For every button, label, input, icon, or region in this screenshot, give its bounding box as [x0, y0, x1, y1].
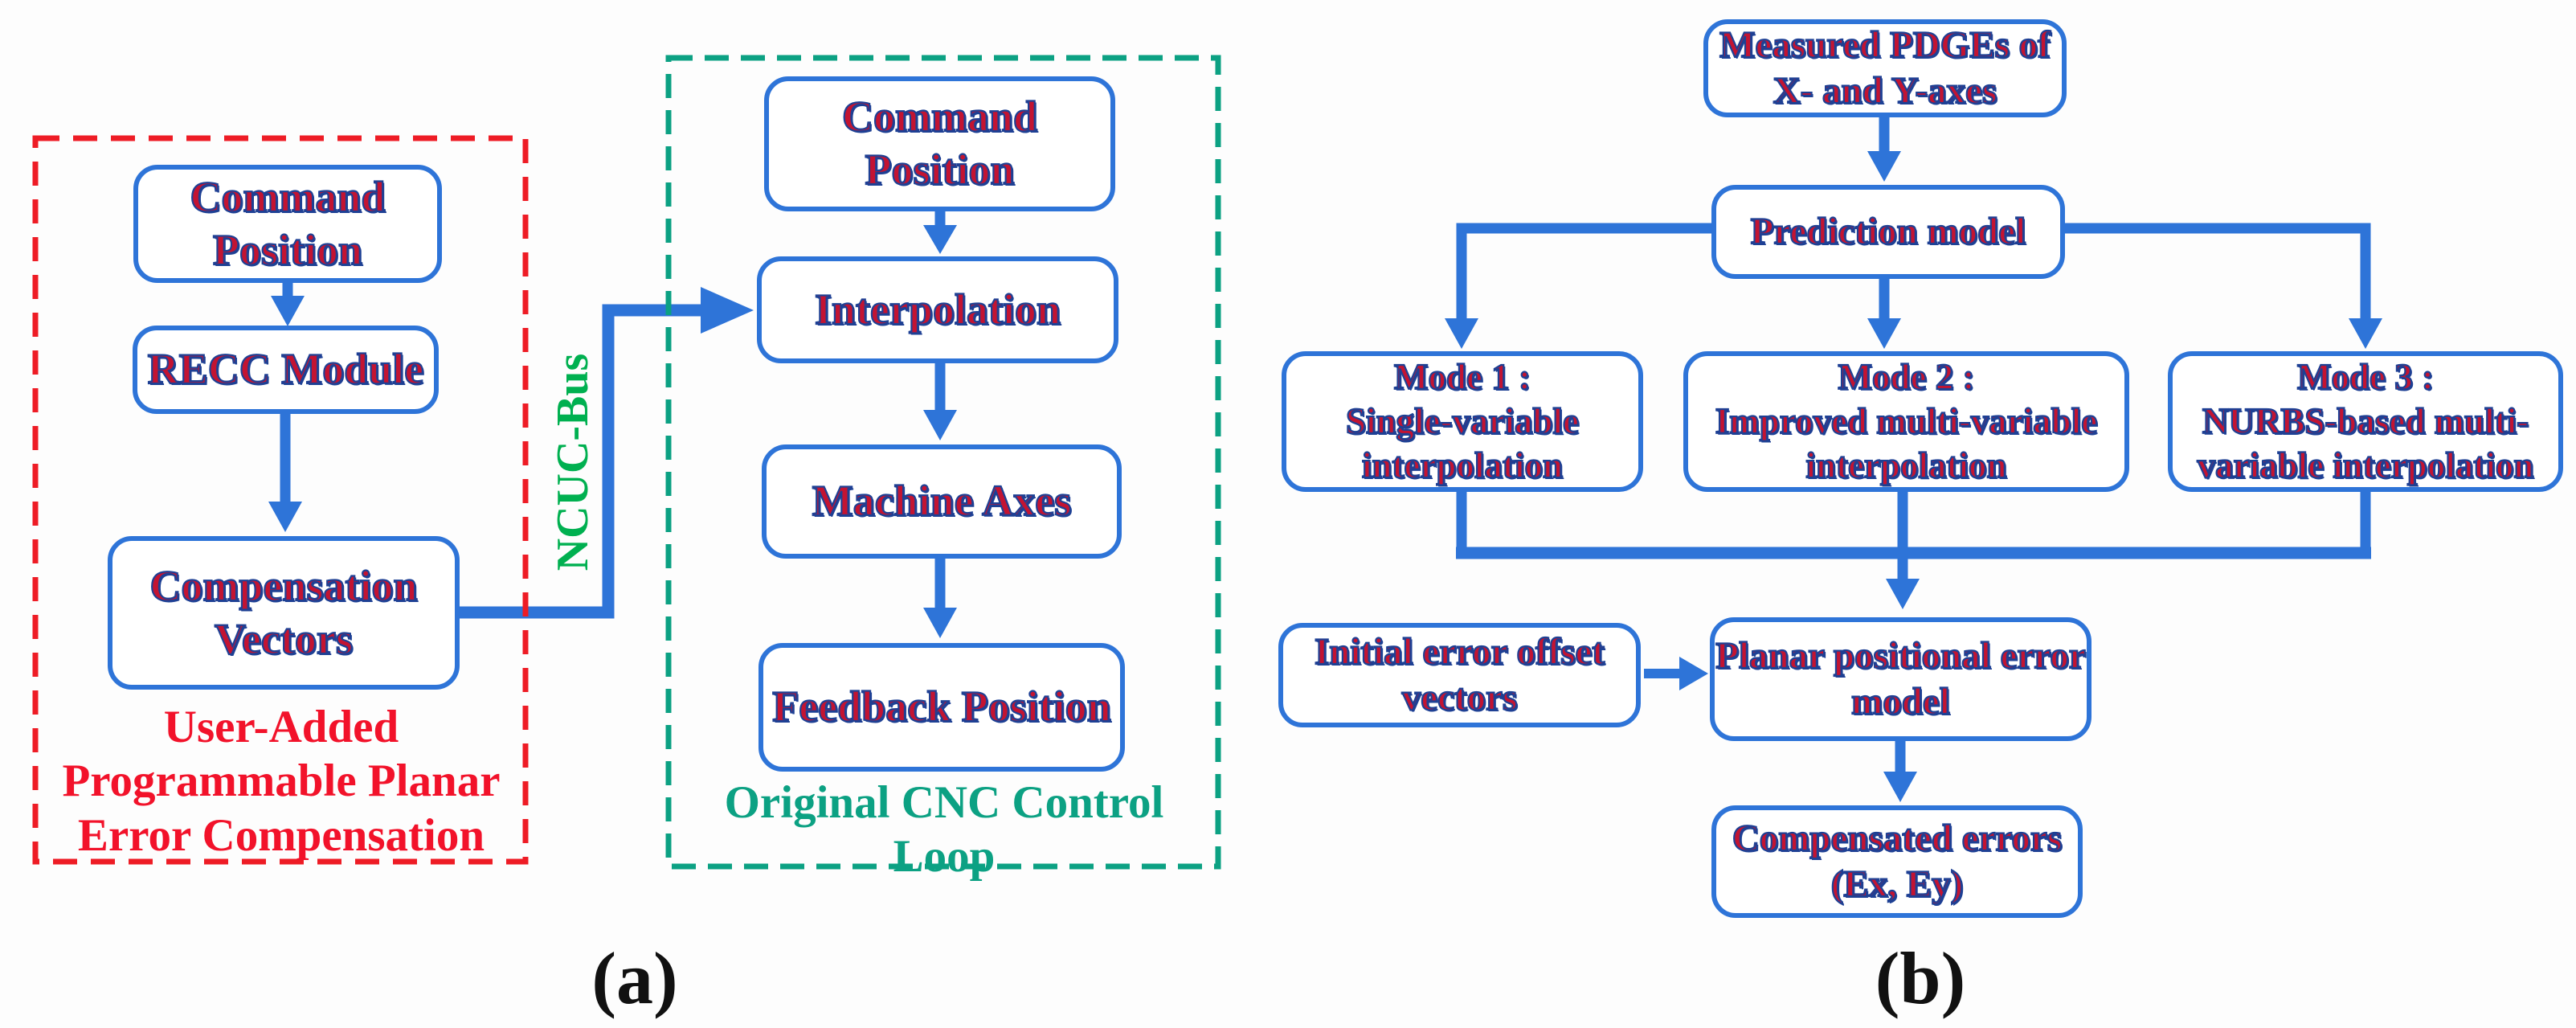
recc-group-dashed-frame	[32, 135, 529, 865]
arrow-recc-to-vectors	[268, 414, 302, 532]
arrow-vectors-to-interpolation	[460, 287, 754, 619]
node-compensated-errors: Compensated errors (Ex, Ey)	[1711, 805, 2083, 918]
node-prediction-model: Prediction model	[1711, 185, 2065, 279]
node-mode1: Mode 1 : Single-variable interpolation	[1282, 351, 1643, 492]
arrow-prediction-to-mode1	[1445, 223, 1711, 349]
arrow-machine-axes-to-feedback	[923, 559, 957, 638]
arrow-command-to-interpolation	[923, 211, 957, 254]
cnc-group-dashed-frame	[665, 55, 1221, 870]
node-compensation-vectors: Compensation Vectors	[108, 536, 460, 690]
arrow-initial-to-planar-model	[1644, 657, 1708, 690]
arrow-prediction-to-mode3	[2065, 223, 2382, 349]
panel-b-label: (b)	[1875, 937, 1966, 1019]
node-interpolation: Interpolation	[757, 256, 1118, 363]
arrow-measured-to-prediction	[1867, 117, 1901, 182]
node-mode3: Mode 3 : NURBS-based multi- variable int…	[2168, 351, 2563, 492]
node-measured-pdges: Measured PDGEs of X- and Y-axes	[1703, 19, 2067, 117]
node-initial-error-offset: Initial error offset vectors	[1278, 623, 1641, 727]
ncuc-bus-label: NCUC-Bus	[548, 353, 598, 571]
arrow-planar-model-to-compensated	[1883, 741, 1917, 802]
cnc-group-caption: Original CNC Control Loop	[724, 776, 1164, 882]
node-command-position-recc: Command Position	[133, 165, 442, 283]
node-feedback-position: Feedback Position	[758, 643, 1125, 772]
arrow-interpolation-to-machine-axes	[923, 363, 957, 440]
arrow-command-to-recc	[271, 281, 305, 326]
arrow-modes-to-planar-model	[1886, 492, 1920, 609]
node-command-position-cnc: Command Position	[764, 76, 1115, 211]
mode-join-lines	[1456, 492, 2371, 559]
node-recc-module: RECC Module	[133, 326, 439, 414]
arrow-prediction-to-mode2	[1867, 279, 1901, 349]
recc-group-caption: User-Added Programmable Planar Error Com…	[62, 702, 501, 861]
node-mode2: Mode 2 : Improved multi-variable interpo…	[1683, 351, 2129, 492]
node-machine-axes: Machine Axes	[762, 444, 1122, 559]
panel-a-label: (a)	[591, 937, 678, 1019]
node-planar-error-model: Planar positional error model	[1710, 617, 2091, 741]
